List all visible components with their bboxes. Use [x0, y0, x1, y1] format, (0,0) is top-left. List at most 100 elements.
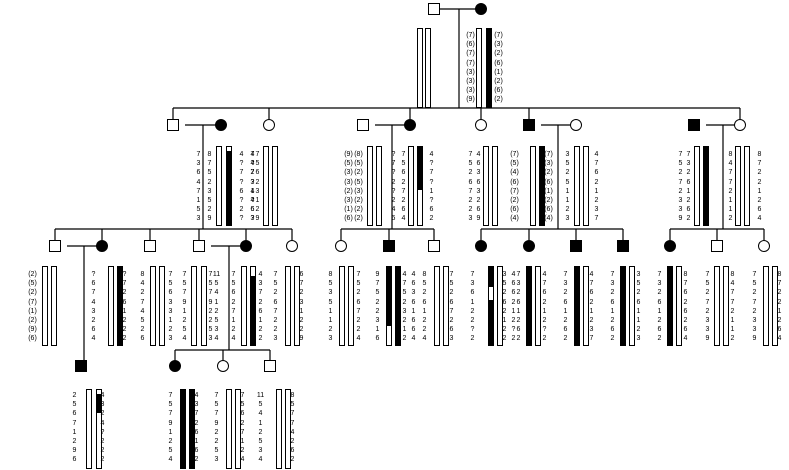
allele-column: 6 — [422, 298, 427, 306]
allele-column: 2 — [777, 317, 782, 324]
allele-column: 4 — [589, 271, 594, 278]
allele-column: 2 — [255, 206, 260, 214]
allele-column: 7 — [449, 307, 454, 315]
allele-column: 7 — [208, 271, 213, 278]
allele-column: 7 — [468, 151, 473, 158]
chromosome-haplotype — [180, 389, 186, 469]
allele-column: 2 — [207, 178, 212, 186]
chromosome-haplotype — [150, 266, 156, 346]
allele-column: 6 — [516, 326, 521, 334]
allele-column: 9 — [375, 271, 380, 278]
chromosome-haplotype — [235, 389, 241, 469]
allele-column: 6 — [196, 169, 201, 177]
allele-column: 2 — [686, 197, 691, 204]
allele-column: 5 — [168, 447, 173, 455]
allele-column: 4 — [239, 151, 244, 158]
allele-column: 2 — [207, 206, 212, 214]
allele-column: 6 — [502, 298, 507, 306]
allele-column: 4 — [100, 392, 105, 399]
allele-column: 2 — [122, 289, 127, 297]
chromosome-haplotype — [386, 266, 392, 346]
individual-ii-5 — [404, 119, 416, 131]
allele-column: 3 — [411, 289, 416, 297]
allele-column: 7 — [356, 271, 361, 278]
allele-column: 6 — [231, 289, 236, 297]
allele-column: 6 — [542, 289, 547, 297]
allele-column: (9) — [466, 96, 475, 104]
allele-column: (7) — [466, 32, 475, 39]
chromosome-haplotype — [744, 146, 750, 226]
allele-column: 4 — [511, 271, 516, 278]
allele-column: 3 — [705, 317, 710, 324]
affected-segment — [181, 390, 185, 468]
allele-column: (2) — [28, 271, 37, 278]
allele-column: 5 — [356, 280, 361, 288]
allele-column: 4 — [214, 289, 219, 297]
allele-column: 1 — [429, 187, 434, 195]
allele-column: 2 — [402, 298, 407, 306]
allele-column: (2) — [354, 169, 363, 177]
allele-column: 9 — [678, 215, 683, 223]
allele-column: 4 — [250, 197, 255, 204]
allele-column: 2 — [502, 335, 507, 343]
allele-column: 4 — [196, 178, 201, 186]
allele-column: 6 — [194, 447, 199, 455]
chromosome-haplotype — [376, 146, 382, 226]
allele-column: 6 — [168, 289, 173, 297]
allele-column: 3 — [402, 307, 407, 315]
chromosome-haplotype — [735, 146, 741, 226]
chromosome-haplotype — [535, 266, 541, 346]
affected-segment — [489, 299, 493, 345]
allele-column: (5) — [354, 160, 363, 168]
allele-column: 7 — [273, 307, 278, 315]
allele-column: 2 — [594, 197, 599, 204]
allele-column: (2) — [494, 96, 503, 104]
allele-column: 1 — [470, 298, 475, 306]
allele-column: 7 — [589, 335, 594, 343]
allele-column: (5) — [28, 280, 37, 288]
allele-column: 8 — [290, 392, 295, 399]
allele-column: 1 — [194, 438, 199, 445]
affected-segment — [227, 150, 231, 225]
allele-column: 2 — [391, 197, 396, 204]
allele-column: 6 — [657, 298, 662, 306]
allele-column: 6 — [250, 206, 255, 214]
individual-i-1 — [428, 3, 440, 15]
allele-column: (6) — [466, 41, 475, 49]
allele-column: 2 — [449, 317, 454, 324]
allele-column: 1 — [168, 317, 173, 324]
individual-ii-7 — [523, 119, 535, 131]
chromosome-haplotype — [96, 389, 102, 469]
allele-column: 7 — [563, 271, 568, 278]
individual-iii-11 — [523, 240, 535, 252]
allele-column: 5 — [168, 401, 173, 409]
allele-column: 6 — [273, 298, 278, 306]
allele-column: 1 — [728, 206, 733, 214]
allele-column: 5 — [375, 289, 380, 297]
allele-column: 5 — [208, 326, 213, 334]
allele-column: 6 — [72, 456, 77, 464]
allele-column: 1 — [328, 317, 333, 324]
allele-column: 5 — [752, 280, 757, 288]
allele-column: 6 — [411, 280, 416, 288]
allele-column: 2 — [328, 326, 333, 334]
allele-column: 2 — [240, 419, 245, 427]
allele-column: 2 — [258, 298, 263, 306]
allele-column: 5 — [182, 326, 187, 334]
allele-column: 9 — [705, 335, 710, 343]
chromosome-haplotype — [483, 146, 489, 226]
allele-column: 2 — [752, 307, 757, 315]
chromosome-haplotype — [488, 266, 494, 346]
allele-column: 3 — [594, 206, 599, 214]
allele-column: (6) — [510, 206, 519, 214]
allele-column: (7) — [494, 32, 503, 39]
allele-column: ? — [91, 271, 96, 278]
allele-column: 2 — [542, 298, 547, 306]
allele-column: 2 — [100, 438, 105, 445]
allele-column: 3 — [636, 335, 641, 343]
allele-column: 7 — [240, 392, 245, 399]
allele-column: ? — [250, 197, 255, 204]
allele-column: 2 — [402, 317, 407, 324]
allele-column: 2 — [657, 289, 662, 297]
